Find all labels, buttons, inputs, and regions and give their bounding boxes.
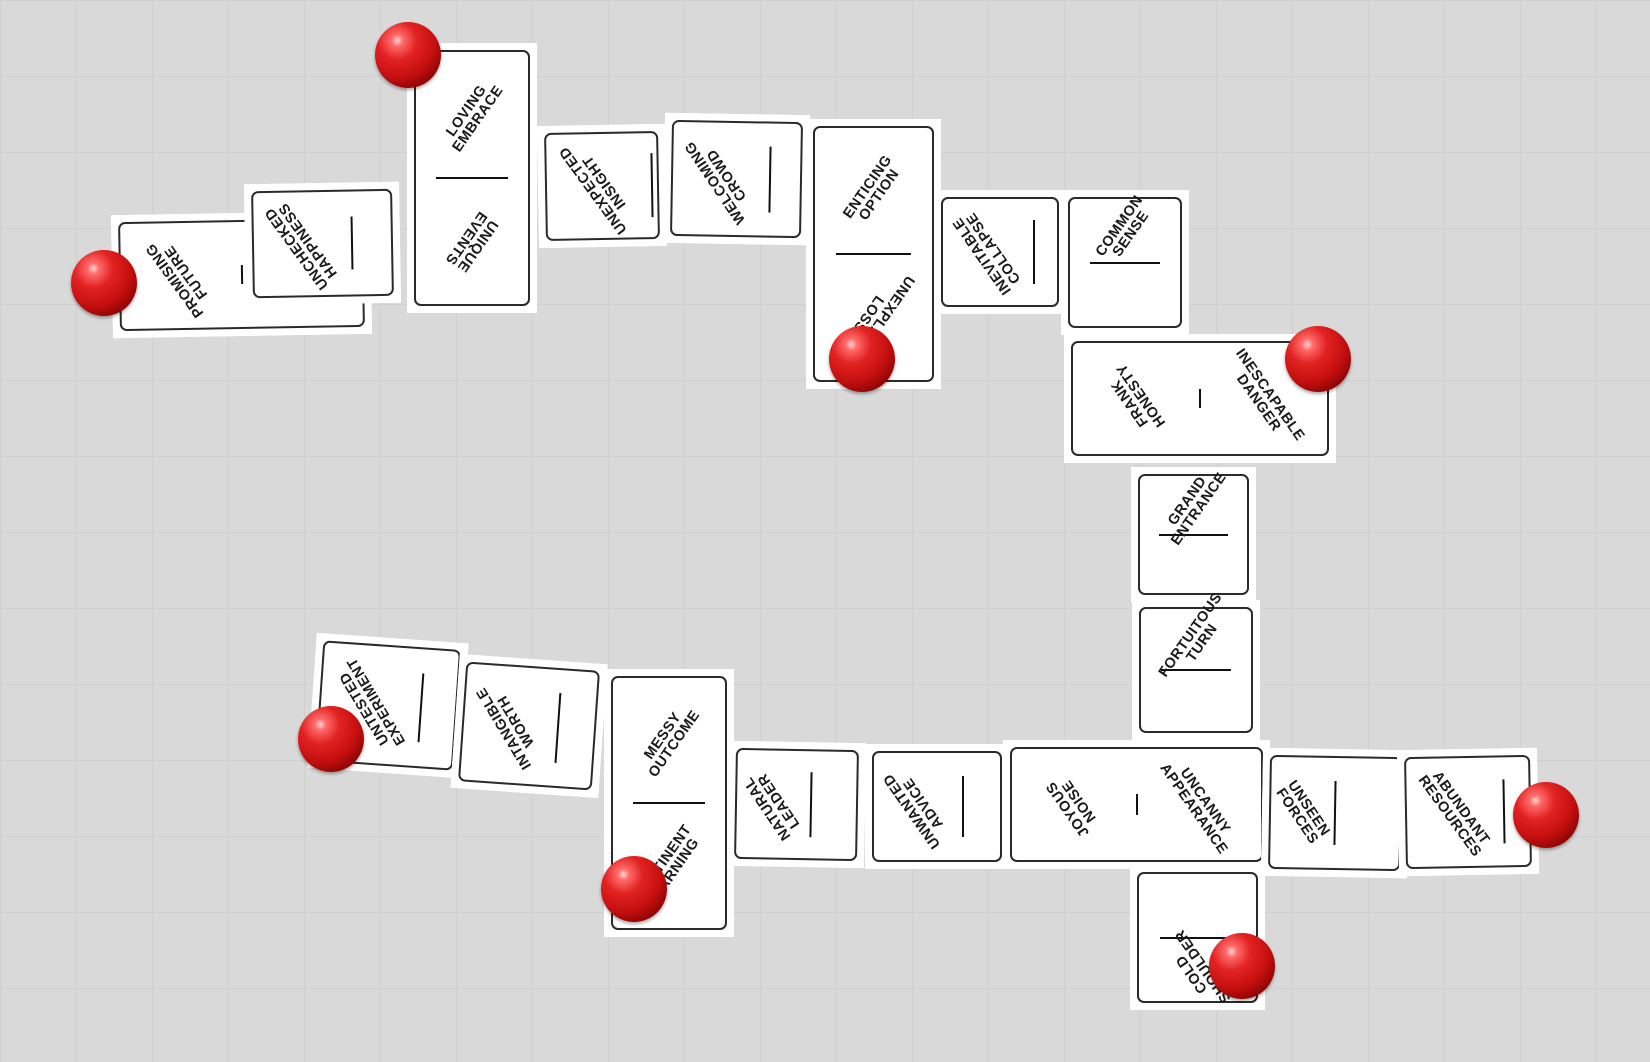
domino-face: LOVING EMBRACE UNIQUE EVENTS: [414, 50, 530, 306]
domino-label-inevitable-collapse: INEVITABLE COLLAPSE: [949, 209, 1025, 298]
domino-half-b: [964, 753, 1000, 860]
domino-tile[interactable]: FORTUITOUS TURN: [1132, 590, 1260, 740]
domino-label-abundant-resources: ABUNDANT RESOURCES: [1414, 768, 1493, 861]
domino-label-promising-future: PROMISING FUTURE: [142, 239, 212, 320]
domino-label-welcoming-crowd: WELCOMING CROWD: [681, 138, 751, 228]
domino-face: FORTUITOUS TURN: [1139, 590, 1253, 733]
domino-half-a: PROMISING FUTURE: [120, 222, 241, 329]
domino-half-a: GRAND ENTRANCE: [1140, 470, 1247, 548]
domino-tile[interactable]: INEVITABLE COLLAPSE: [934, 190, 1066, 314]
domino-face: GRAND ENTRANCE: [1138, 470, 1249, 595]
domino-half-a: NATURAL LEADER: [736, 750, 810, 858]
domino-face: UNEXPECTED INSIGHT: [544, 131, 660, 241]
domino-half-a: UNWANTED ADVICE: [874, 753, 962, 860]
red-marker-ball-icon[interactable]: [298, 706, 364, 772]
domino-divider: [1160, 669, 1232, 671]
domino-half-b: [1035, 199, 1057, 305]
red-marker-ball-icon[interactable]: [601, 856, 667, 922]
domino-half-b: [554, 670, 597, 788]
domino-half-a: MESSY OUTCOME: [613, 678, 725, 802]
domino-label-unexpected-insight: UNEXPECTED INSIGHT: [556, 143, 631, 237]
domino-half-a: UNEXPECTED INSIGHT: [546, 133, 652, 239]
domino-face: JOYOUS NOISE UNCANNY APPEARANCE: [1010, 747, 1263, 862]
domino-half-b: [1335, 758, 1399, 869]
red-marker-ball-icon[interactable]: [1513, 782, 1579, 848]
domino-half-b: [1140, 536, 1247, 594]
domino-half-a: ABUNDANT RESOURCES: [1406, 757, 1504, 867]
domino-half-b: [770, 124, 801, 236]
domino-divider: [961, 775, 964, 838]
domino-face: NATURAL LEADER: [734, 747, 859, 862]
domino-divider: [1160, 936, 1235, 939]
red-marker-ball-icon[interactable]: [71, 250, 137, 316]
domino-tile[interactable]: UNEXPECTED INSIGHT: [536, 123, 668, 249]
domino-tile[interactable]: WELCOMING CROWD: [662, 112, 811, 246]
domino-tile[interactable]: UNSEEN FORCES: [1260, 747, 1410, 879]
domino-half-b: [811, 751, 857, 859]
domino-half-a: COMMON SENSE: [1070, 193, 1180, 262]
domino-half-a: FRANK HONESTY: [1073, 343, 1199, 454]
domino-label-uncanny-appearance: UNCANNY APPEARANCE: [1156, 760, 1234, 857]
domino-face: WELCOMING CROWD: [669, 119, 804, 239]
domino-tile[interactable]: NATURAL LEADER: [726, 740, 867, 869]
domino-half-a: UNCHECKED HAPPINESS: [253, 192, 352, 297]
domino-face: INTANGIBLE WORTH: [457, 661, 601, 791]
domino-half-b: [352, 191, 392, 295]
domino-divider: [1135, 793, 1138, 816]
domino-label-enticing-option: ENTICING OPTION: [840, 151, 903, 224]
domino-label-messy-outcome: MESSY OUTCOME: [641, 707, 704, 781]
domino-label-unwanted-advice: UNWANTED ADVICE: [880, 769, 947, 852]
domino-label-intangible-worth: INTANGIBLE WORTH: [473, 684, 538, 773]
domino-half-a: ENTICING OPTION: [815, 128, 932, 253]
domino-label-natural-leader: NATURAL LEADER: [740, 769, 804, 843]
red-marker-ball-icon[interactable]: [1209, 933, 1275, 999]
domino-tile[interactable]: LOVING EMBRACE UNIQUE EVENTS: [407, 43, 537, 313]
domino-divider: [1199, 388, 1201, 409]
domino-half-b: [1070, 264, 1180, 327]
domino-tile[interactable]: INTANGIBLE WORTH: [450, 654, 608, 798]
red-marker-ball-icon[interactable]: [1285, 326, 1351, 392]
domino-face: UNCHECKED HAPPINESS: [251, 188, 394, 299]
domino-half-b: [652, 133, 658, 237]
domino-face: UNSEEN FORCES: [1268, 754, 1402, 872]
domino-label-joyous-noise: JOYOUS NOISE: [1043, 776, 1100, 840]
red-marker-ball-icon[interactable]: [829, 326, 895, 392]
domino-half-a: INEVITABLE COLLAPSE: [943, 199, 1033, 305]
domino-label-unchecked-happiness: UNCHECKED HAPPINESS: [261, 199, 341, 292]
domino-half-a: [1139, 874, 1256, 937]
domino-label-unique-events: UNIQUE EVENTS: [442, 207, 502, 275]
domino-face: COMMON SENSE: [1068, 193, 1182, 328]
domino-face: INEVITABLE COLLAPSE: [941, 197, 1059, 307]
domino-divider: [836, 253, 911, 255]
domino-label-unseen-forces: UNSEEN FORCES: [1272, 777, 1333, 848]
red-marker-ball-icon[interactable]: [375, 22, 441, 88]
domino-half-a: WELCOMING CROWD: [672, 122, 770, 236]
domino-label-loving-embrace: LOVING EMBRACE: [442, 81, 507, 155]
domino-half-a: UNSEEN FORCES: [1270, 757, 1335, 868]
domino-face: UNWANTED ADVICE: [872, 751, 1002, 862]
domino-half-b: [1141, 671, 1251, 731]
domino-tile[interactable]: COMMON SENSE: [1061, 190, 1189, 335]
domino-tile[interactable]: UNCHECKED HAPPINESS: [243, 181, 402, 306]
domino-half-a: INTANGIBLE WORTH: [460, 664, 560, 786]
domino-half-b: UNIQUE EVENTS: [416, 179, 528, 304]
domino-tile[interactable]: GRAND ENTRANCE: [1131, 467, 1256, 602]
domino-tile[interactable]: UNWANTED ADVICE: [865, 744, 1009, 869]
domino-divider: [436, 177, 508, 179]
domino-half-a: FORTUITOUS TURN: [1141, 590, 1251, 680]
domino-divider: [1159, 533, 1228, 536]
domino-label-common-sense: COMMON SENSE: [1092, 192, 1153, 261]
domino-label-frank-honesty: FRANK HONESTY: [1108, 359, 1170, 430]
domino-half-a: JOYOUS NOISE: [1012, 749, 1136, 860]
domino-divider: [1033, 219, 1036, 285]
domino-divider: [1089, 261, 1161, 264]
domino-tile[interactable]: JOYOUS NOISE UNCANNY APPEARANCE: [1003, 740, 1270, 869]
domino-divider: [633, 802, 705, 804]
domino-half-b: UNCANNY APPEARANCE: [1138, 749, 1262, 860]
